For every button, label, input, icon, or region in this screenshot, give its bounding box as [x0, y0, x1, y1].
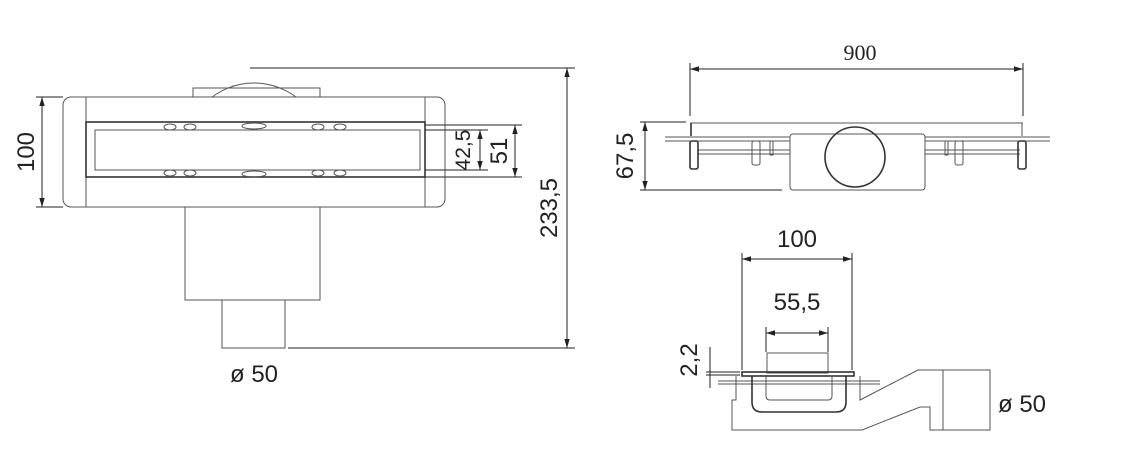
dim-width-100: 100: [13, 132, 40, 172]
top-view: 100 42,5 51 233,5 ø 50: [13, 67, 575, 388]
dim-length-900: 900: [844, 40, 877, 65]
dim-grate-55-5: 55,5: [774, 289, 821, 316]
dim-flange-2-2: 2,2: [676, 343, 703, 376]
dim-depth-233-5: 233,5: [536, 178, 563, 238]
section-view: 100 55,5 2,2 ø 50: [676, 226, 1046, 431]
dim-outlet-50: ø 50: [230, 361, 278, 388]
side-view: 900 67,5: [612, 40, 1050, 191]
slot-holes: [163, 122, 347, 178]
dim-grate-51: 51: [486, 138, 513, 165]
dim-grate-42-5: 42,5: [452, 130, 475, 171]
dim-section-width-100: 100: [777, 226, 817, 253]
dim-section-outlet-50: ø 50: [998, 391, 1046, 418]
dim-height-67-5: 67,5: [612, 133, 639, 180]
